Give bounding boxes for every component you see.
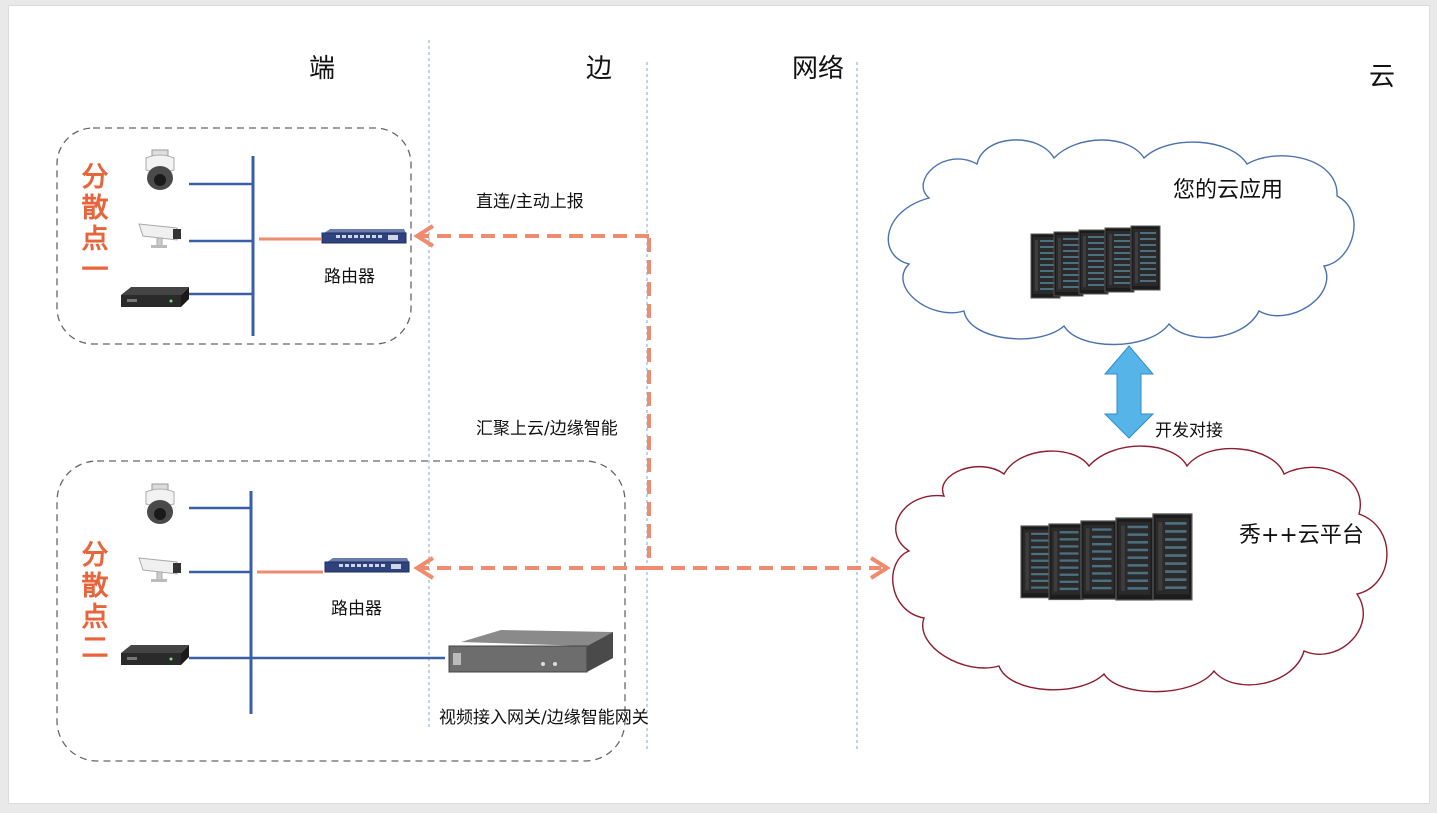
- site1-bullet-camera-icon: [138, 223, 182, 249]
- site1-group-box: [56, 127, 412, 345]
- edge-gateway-icon: [448, 630, 613, 673]
- site2-bullet-camera-icon: [138, 557, 182, 583]
- site2-nvr-icon: [121, 645, 189, 665]
- integration-double-arrow: [1103, 345, 1155, 439]
- aggregate-label: 汇聚上云/边缘智能: [476, 419, 618, 439]
- direct-report-label: 直连/主动上报: [476, 192, 584, 212]
- site1-router-label: 路由器: [324, 267, 375, 287]
- site1-router-icon: [321, 228, 407, 244]
- site2-router-icon: [324, 557, 410, 573]
- site2-dome-camera-icon: [145, 483, 175, 525]
- dev-integration-label: 开发对接: [1155, 421, 1223, 441]
- site2-title: 分散点二: [81, 540, 109, 664]
- edge-gateway-label: 视频接入网关/边缘智能网关: [439, 708, 649, 728]
- column-header-end: 端: [309, 54, 336, 84]
- site2-group-box: [56, 460, 626, 762]
- site1-nvr-icon: [121, 287, 189, 307]
- flow-aggregate: [413, 556, 891, 580]
- column-header-cloud: 云: [1369, 62, 1396, 92]
- diagram-canvas: 端 边 网络 云 分散点一 分散点二 路由器 路由器 视频接入网关/边缘智能网关…: [8, 5, 1430, 804]
- diagram-svg: [56, 40, 1388, 762]
- platform-servers-icon: [1020, 513, 1193, 601]
- flow-direct-report: [413, 224, 651, 558]
- site1-dome-camera-icon: [145, 149, 175, 191]
- platform-cloud-label: 秀++云平台: [1239, 523, 1364, 548]
- user-app-servers-icon: [1030, 225, 1161, 299]
- site1-title: 分散点一: [81, 162, 109, 286]
- column-header-edge: 边: [586, 54, 613, 84]
- site2-router-label: 路由器: [331, 599, 382, 619]
- user-app-cloud-label: 您的云应用: [1173, 178, 1284, 203]
- column-header-network: 网络: [792, 54, 845, 84]
